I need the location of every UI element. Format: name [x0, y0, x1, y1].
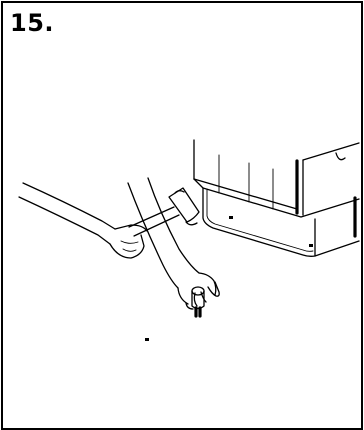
left-arm-with-hammer	[19, 183, 199, 258]
instruction-illustration	[3, 3, 361, 428]
appliance-cabinet	[194, 140, 359, 256]
leveling-foot	[192, 287, 204, 316]
floor-mark	[145, 338, 149, 341]
